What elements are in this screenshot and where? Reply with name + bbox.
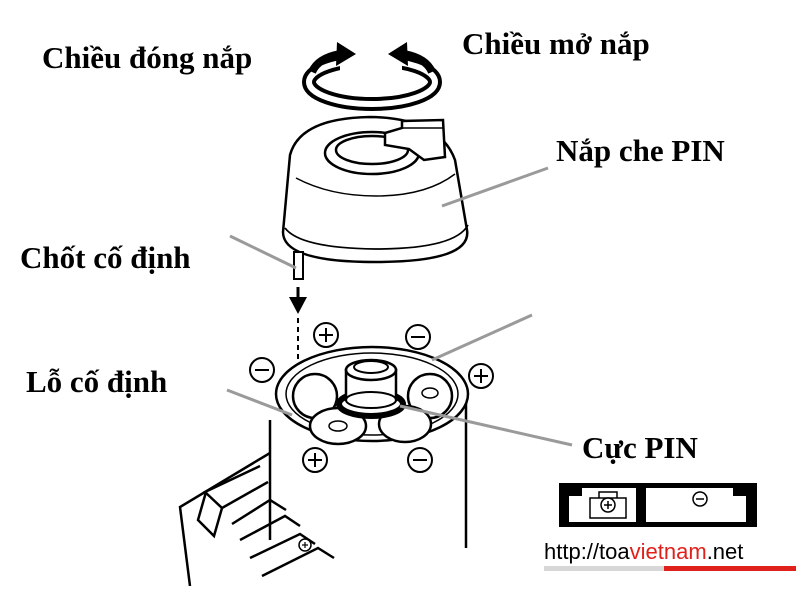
minus-symbol-3 [407,447,433,473]
minus-symbol-1 [405,324,431,350]
center-terminal [336,358,406,419]
watermark-site-red: vietnam [629,539,707,564]
locking-pin-label: Chốt cố định [20,240,191,275]
plus-symbol-2 [468,363,494,389]
battery-cover-label: Nắp che PIN [556,133,725,168]
plus-symbol-1 [313,322,339,348]
polarity-symbols [249,322,494,473]
rotation-arrows [302,42,442,111]
minus-symbol-2 [249,357,275,383]
battery-polarity-indicator [559,483,757,527]
plus-symbol-3 [302,447,328,473]
open-direction-label: Chiều mở nắp [462,26,650,61]
locking-hole-label: Lỗ cố định [26,364,168,399]
watermark-suffix: .net [706,539,744,564]
watermark-site-plain: toa [599,539,630,564]
watermark-url: http://toavietnam.net [544,538,743,566]
watermark-prefix: http:// [544,539,600,564]
leader-lines [226,166,573,447]
battery-poles-label: Cực PIN [582,430,698,465]
battery-housing [268,345,470,548]
handle-body [178,451,335,587]
watermark-underline [544,566,796,571]
battery-cover-illustration [281,115,469,280]
close-direction-label: Chiều đóng nắp [42,40,253,75]
